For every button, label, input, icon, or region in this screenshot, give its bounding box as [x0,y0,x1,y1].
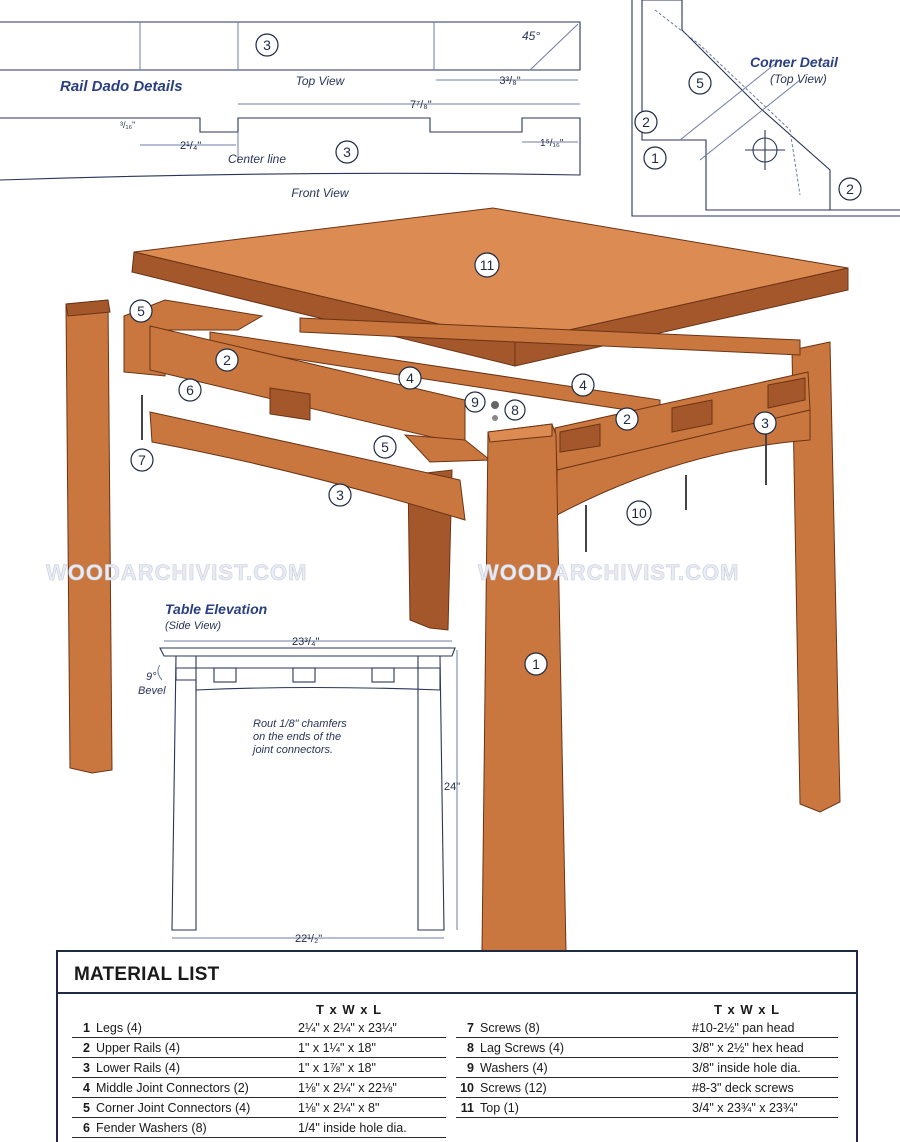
callout-11-top: 11 [474,252,500,278]
leg-left-loose [65,299,113,774]
callout-4-right: 4 [571,373,595,397]
leg-front [481,423,567,969]
callout-2-corner-left: 2 [634,110,658,134]
svg-text:1: 1 [532,656,540,672]
header-rule [58,992,856,994]
svg-text:5: 5 [137,303,145,319]
lower-rail-left [149,411,466,521]
svg-text:2: 2 [623,411,631,427]
bevel-label-2: Bevel [138,685,166,697]
material-list-title: MATERIAL LIST [74,964,220,985]
callout-2-right: 2 [615,407,639,431]
svg-text:9: 9 [471,394,479,410]
callout-3-right: 3 [753,411,777,435]
col-head-right: T x W x L [714,1002,781,1017]
dim-3-16: ³/₁₆" [120,120,135,130]
dim-7-7-8: 7⁷/₈" [410,99,432,111]
lower-rail-right [556,409,811,516]
svg-text:3: 3 [336,487,344,503]
dim-1-5-16: 1⁵/₁₆" [540,138,564,149]
bevel-label-1: 9° [146,671,157,683]
svg-text:11: 11 [480,257,495,273]
rail-dado-details: 45° Top View 3³/₈" Rail Dado Details 7⁷/… [0,21,581,200]
callout-9: 9 [464,391,486,413]
svg-text:4: 4 [579,377,587,393]
svg-text:1: 1 [651,150,659,166]
corner-connector-front [403,434,492,463]
corner-detail: Corner Detail (Top View) 5 2 1 2 [631,0,900,217]
dim-3-3-8: 3³/₈" [499,75,520,87]
callout-3-top: 3 [255,33,279,57]
middle-joint-connector-b [299,317,801,356]
rail-top-view [0,21,581,71]
callout-5-front: 5 [373,435,397,459]
svg-text:10: 10 [631,505,647,521]
callout-4-left: 4 [398,366,422,390]
svg-text:3: 3 [263,37,271,53]
svg-text:2: 2 [846,181,854,197]
callout-7: 7 [130,448,154,472]
svg-text:6: 6 [186,382,194,398]
callout-2-left: 2 [215,348,239,372]
leg-back-right [791,341,841,813]
rail-front-view [0,117,581,181]
svg-text:5: 5 [696,75,704,91]
screw-hardware [141,395,767,552]
svg-text:3: 3 [761,415,769,431]
note-line-1: Rout 1/8" chamfers [253,718,347,730]
rail-dado-title: Rail Dado Details [60,78,183,95]
svg-text:4: 4 [406,370,414,386]
note-line-2: on the ends of the [253,731,341,743]
dim-width-bottom: 22¹/₂" [295,933,322,945]
front-view-label: Front View [291,186,349,200]
dim-angle: 45° [522,29,540,43]
dim-2-1-4: 2¹/₄" [180,140,201,152]
svg-text:3: 3 [343,144,351,160]
callout-10: 10 [626,500,652,526]
note-line-3: joint connectors. [251,744,333,756]
svg-text:5: 5 [381,439,389,455]
callout-1-corner: 1 [643,146,667,170]
svg-text:7: 7 [138,452,146,468]
dim-width-top: 23³/₄" [292,636,319,648]
svg-text:8: 8 [511,402,519,418]
svg-text:2: 2 [642,114,650,130]
exploded-table: 11 5 2 6 7 4 4 9 [65,207,849,969]
callout-3-left: 3 [328,483,352,507]
watermark-right: WOODARCHIVIST.COM [478,560,739,585]
col-head-left: T x W x L [316,1002,383,1017]
callout-3-front: 3 [335,140,359,164]
callout-5-corner: 5 [688,71,712,95]
dim-height: 24" [444,781,460,793]
corner-detail-subtitle: (Top View) [770,72,827,86]
callout-8: 8 [504,399,526,421]
callout-1-leg: 1 [524,652,548,676]
watermark-left: WOODARCHIVIST.COM [46,560,307,585]
top-view-label: Top View [296,74,346,88]
callout-6: 6 [178,378,202,402]
table-elevation: Table Elevation (Side View) 23³/₄" 9° Be… [138,601,460,945]
callout-5-left: 5 [129,299,153,323]
svg-text:2: 2 [223,352,231,368]
elevation-title: Table Elevation [165,601,267,617]
elevation-subtitle: (Side View) [165,620,221,632]
corner-detail-title: Corner Detail [750,54,839,70]
center-line-label: Center line [228,152,286,166]
callout-2-corner-right: 2 [838,177,862,201]
